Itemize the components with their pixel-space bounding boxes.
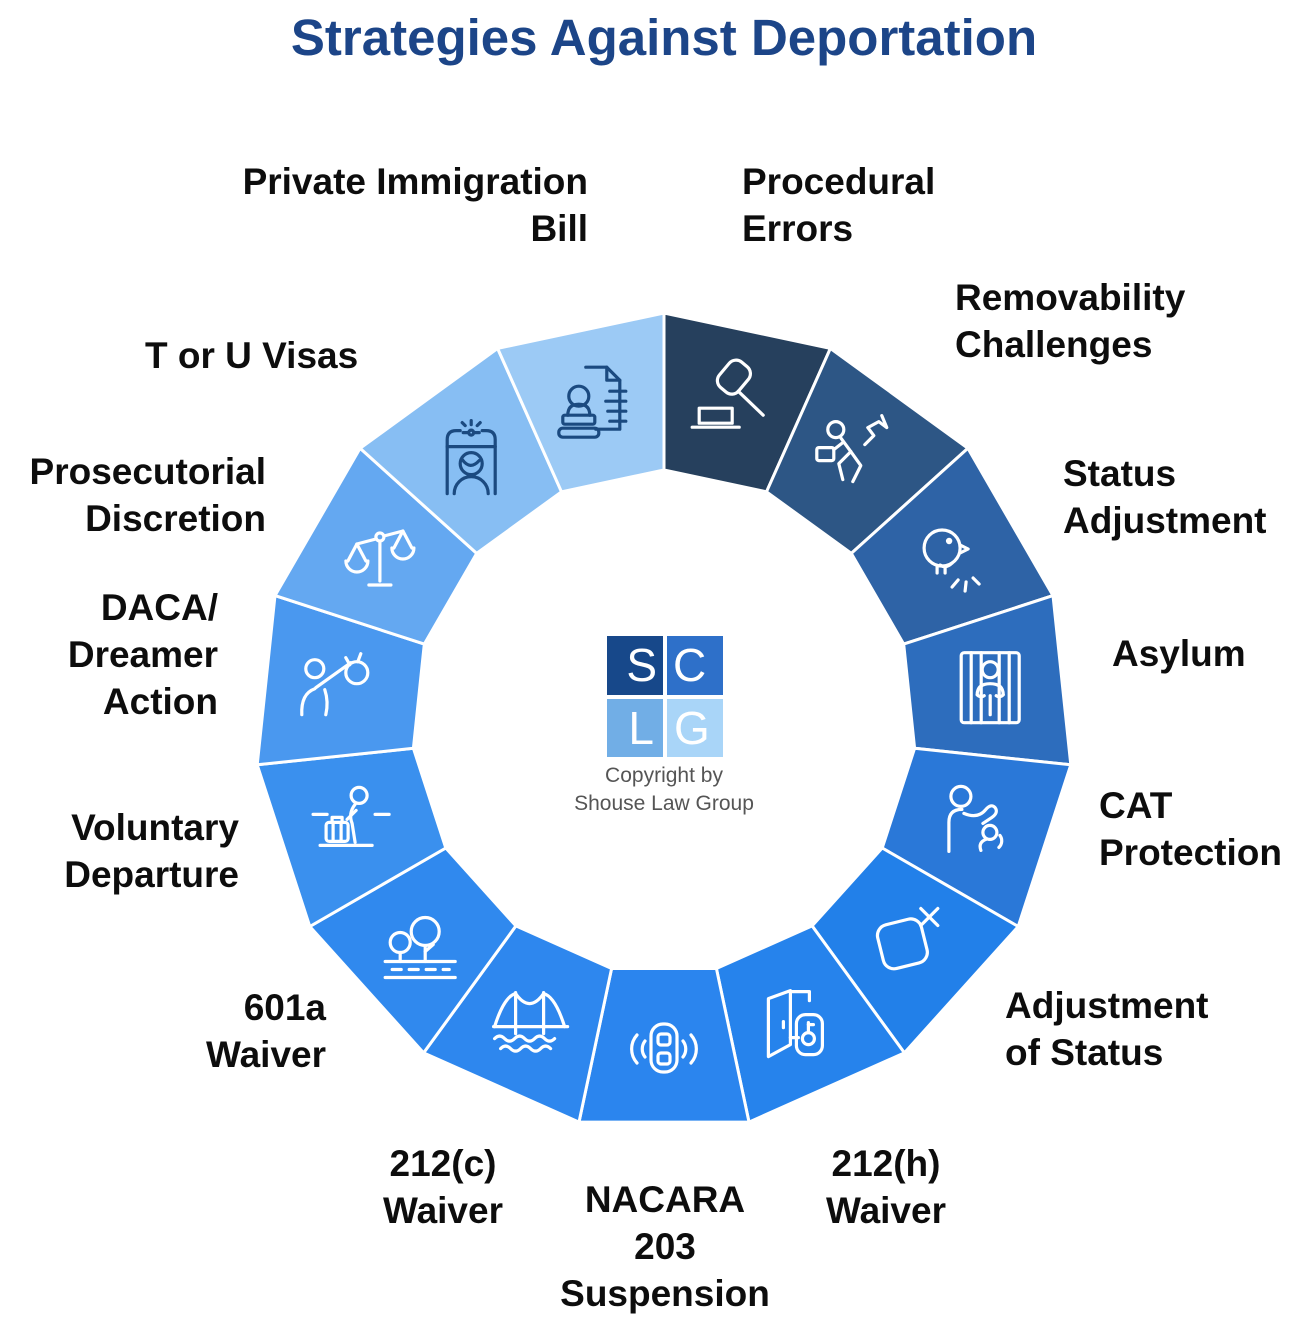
label-nacara-203-suspension: NACARA 203 Suspension (560, 1179, 770, 1314)
logo-cell-s: S (607, 636, 663, 695)
bridge-icon (492, 990, 570, 1053)
bindle-icon (300, 652, 370, 717)
copyright-line1: Copyright by (605, 764, 723, 787)
label-t-or-u-visas: T or U Visas (145, 335, 359, 376)
scales-icon (344, 529, 416, 587)
door-key-icon (766, 988, 825, 1059)
logo-letter: C (673, 639, 707, 692)
label-private-immigration-bill: Private Immigration Bill (242, 161, 588, 249)
label-asylum: Asylum (1112, 633, 1246, 674)
label-prosecutorial-discretion: Prosecutorial Discretion (29, 451, 266, 539)
label-voluntary-departure: Voluntary Departure (64, 807, 239, 895)
label-daca-dreamer-action: DACA/ Dreamer Action (67, 587, 218, 722)
copyright-note: Copyright by Shouse Law Group (574, 762, 754, 818)
logo-letter: G (674, 701, 710, 754)
stamp-document-icon (557, 365, 628, 439)
logo-cell-c: C (667, 636, 723, 695)
jail-icon (959, 651, 1021, 725)
label-status-adjustment: Status Adjustment (1063, 453, 1267, 541)
label-removability-challenges: Removability Challenges (955, 277, 1186, 365)
label-procedural-errors: Procedural Errors (742, 161, 936, 249)
logo-cell-l: L (607, 698, 663, 757)
logo-letter: S (626, 639, 657, 692)
running-person-icon (815, 414, 889, 484)
protect-child-icon (947, 784, 1004, 854)
label-adjustment-of-status: Adjustment of Status (1005, 985, 1209, 1073)
label-212c-waiver: 212(c) Waiver (383, 1143, 503, 1231)
pager-icon (630, 1022, 698, 1074)
gavel-icon (690, 358, 765, 429)
photo-frame-icon (445, 419, 497, 496)
logo-cell-g: G (667, 698, 723, 757)
logo-letter: L (628, 701, 654, 754)
denied-permit-icon (875, 906, 940, 971)
departure-icon (311, 785, 391, 848)
trees-icon (383, 915, 457, 980)
label-cat-protection: CAT Protection (1099, 785, 1282, 873)
label-601a-waiver: 601a Waiver (206, 987, 326, 1075)
label-212h-waiver: 212(h) Waiver (826, 1143, 946, 1231)
copyright-line2: Shouse Law Group (574, 792, 754, 815)
segment-private-immigration-bill (496, 311, 666, 494)
bird-icon (922, 528, 981, 593)
page-title: Strategies Against Deportation (290, 9, 1038, 66)
sclg-logo: S C L G (607, 636, 723, 757)
